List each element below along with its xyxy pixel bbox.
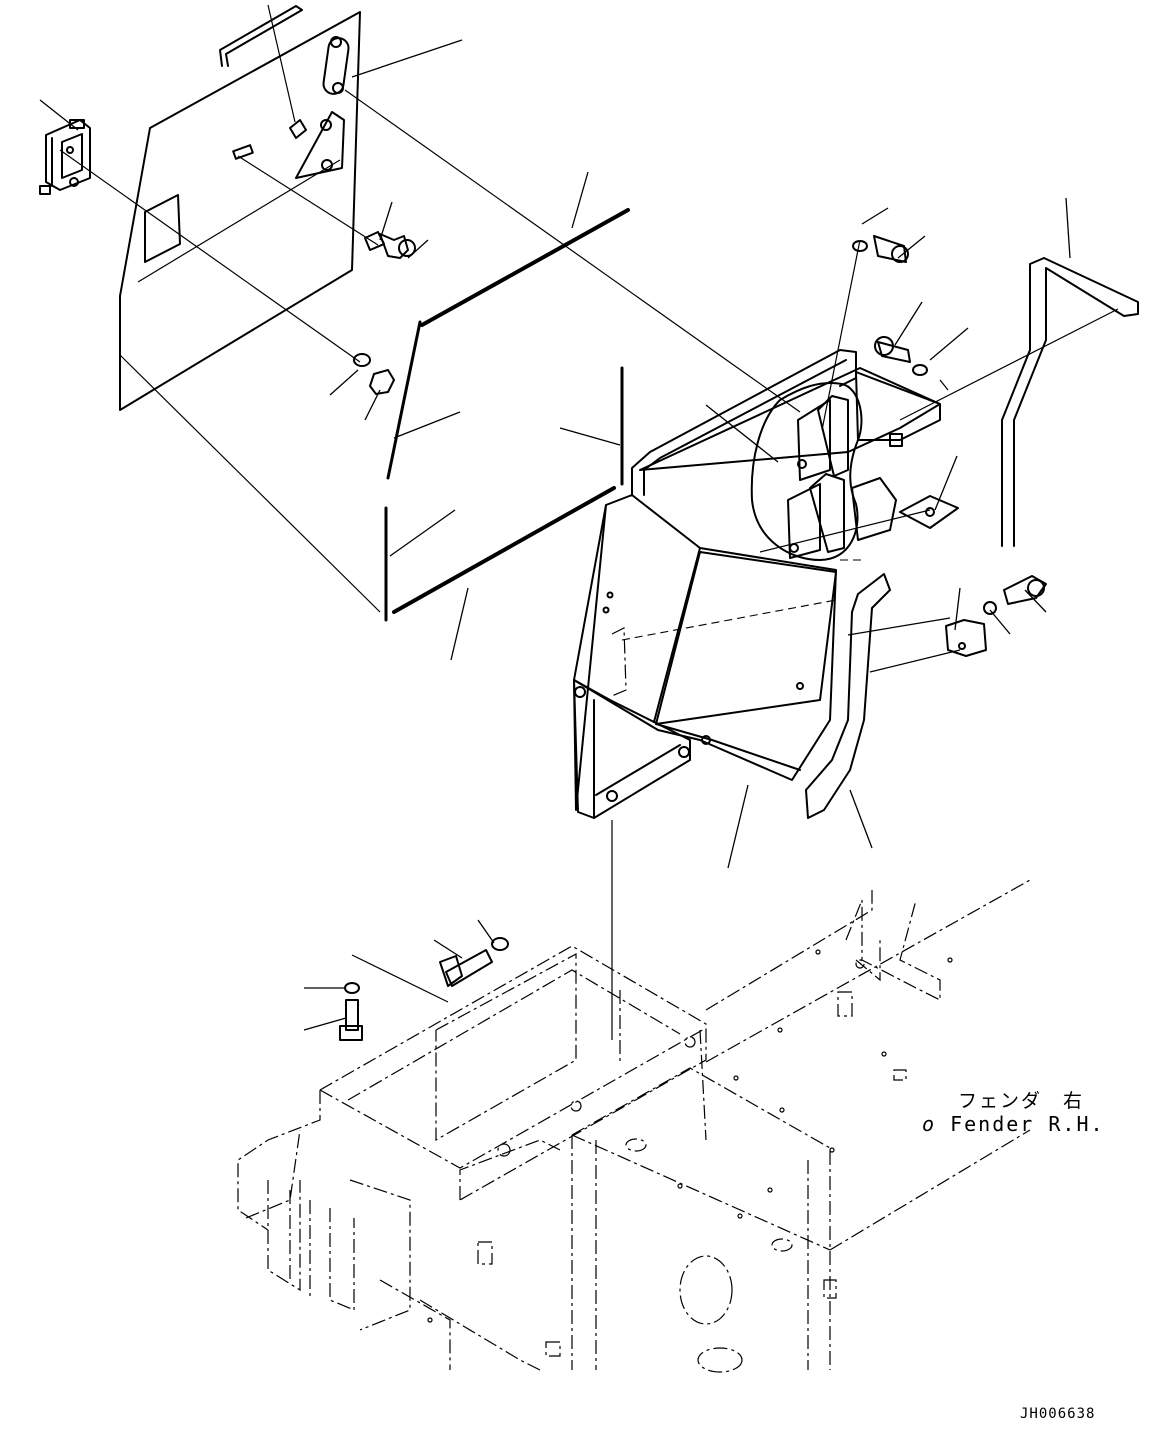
cover-plate-panel <box>119 11 361 411</box>
washer-icon <box>353 353 371 367</box>
bracket-detail <box>750 371 941 561</box>
washer-icon <box>344 982 360 994</box>
seal-strip-icon <box>384 208 630 622</box>
fasteners-right <box>852 235 1047 657</box>
leader-lines <box>39 4 1119 1040</box>
handle-icon <box>219 5 303 67</box>
washer-icon <box>983 601 997 615</box>
washer-icon <box>491 937 509 951</box>
fasteners-upper <box>353 231 416 395</box>
callout-name-jp: フェンダ 右 <box>958 1090 1085 1112</box>
nut-icon <box>369 369 395 395</box>
callout-name-en-text: Fender R.H. <box>950 1112 1105 1136</box>
washer-icon <box>852 240 868 252</box>
callout-marker: o <box>922 1112 937 1136</box>
lock-icon <box>39 119 91 195</box>
fender-panel <box>573 349 941 819</box>
bolt-icon <box>339 937 509 1041</box>
rod-icon <box>1001 257 1139 547</box>
callout-name-en: o Fender R.H. <box>922 1112 1105 1136</box>
floor-frame <box>237 879 1031 1373</box>
trim-strip-icon <box>805 573 891 819</box>
drawing-number: JH006638 <box>1020 1406 1096 1422</box>
